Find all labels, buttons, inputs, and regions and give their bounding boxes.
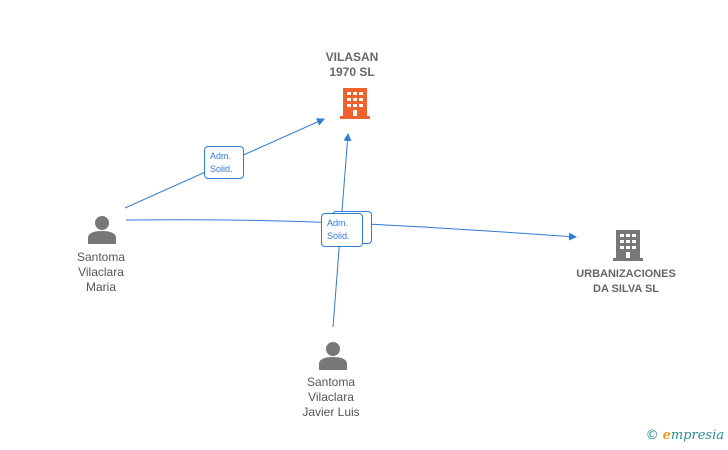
brand-watermark: ©empresia bbox=[646, 428, 724, 443]
edge-label-line2: Solid. bbox=[327, 231, 350, 241]
person-name-line2: Vilaclara bbox=[308, 390, 354, 404]
edge-label-line2: Solid. bbox=[210, 164, 233, 174]
edge-label-line1: Adm. bbox=[210, 151, 232, 161]
edge-label-adm-solid[interactable]: Adm. Solid. bbox=[204, 146, 244, 179]
brand-name-rest: mpresia bbox=[670, 428, 724, 443]
company-label-vilasan[interactable]: VILASAN 1970 SL bbox=[312, 50, 392, 80]
company-label-urbanizaciones[interactable]: URBANIZACIONES DA SILVA SL bbox=[566, 267, 686, 297]
company-name-line1: VILASAN bbox=[325, 50, 379, 64]
person-name-line1: Santoma bbox=[306, 375, 356, 389]
person-name-line1: Santoma bbox=[76, 250, 126, 264]
person-icon[interactable] bbox=[318, 340, 348, 370]
building-icon[interactable] bbox=[611, 228, 645, 262]
person-name-line2: Vilaclara bbox=[78, 265, 124, 279]
person-label-maria[interactable]: Santoma Vilaclara Maria bbox=[58, 250, 144, 295]
building-icon[interactable] bbox=[338, 86, 372, 120]
company-name-line1: URBANIZACIONES bbox=[576, 268, 676, 280]
edge-label-adm-solid[interactable]: Adm. Solid. bbox=[321, 213, 363, 247]
person-name-line3: Javier Luis bbox=[302, 405, 360, 419]
person-icon[interactable] bbox=[87, 214, 117, 244]
copyright-symbol: © bbox=[645, 428, 659, 443]
edge-label-line1: Adm. bbox=[327, 218, 349, 228]
person-name-line3: Maria bbox=[85, 280, 116, 294]
person-label-javier[interactable]: Santoma Vilaclara Javier Luis bbox=[286, 375, 376, 420]
brand-initial: e bbox=[662, 428, 671, 443]
company-name-line2: DA SILVA SL bbox=[593, 283, 659, 295]
company-name-line2: 1970 SL bbox=[329, 65, 375, 79]
